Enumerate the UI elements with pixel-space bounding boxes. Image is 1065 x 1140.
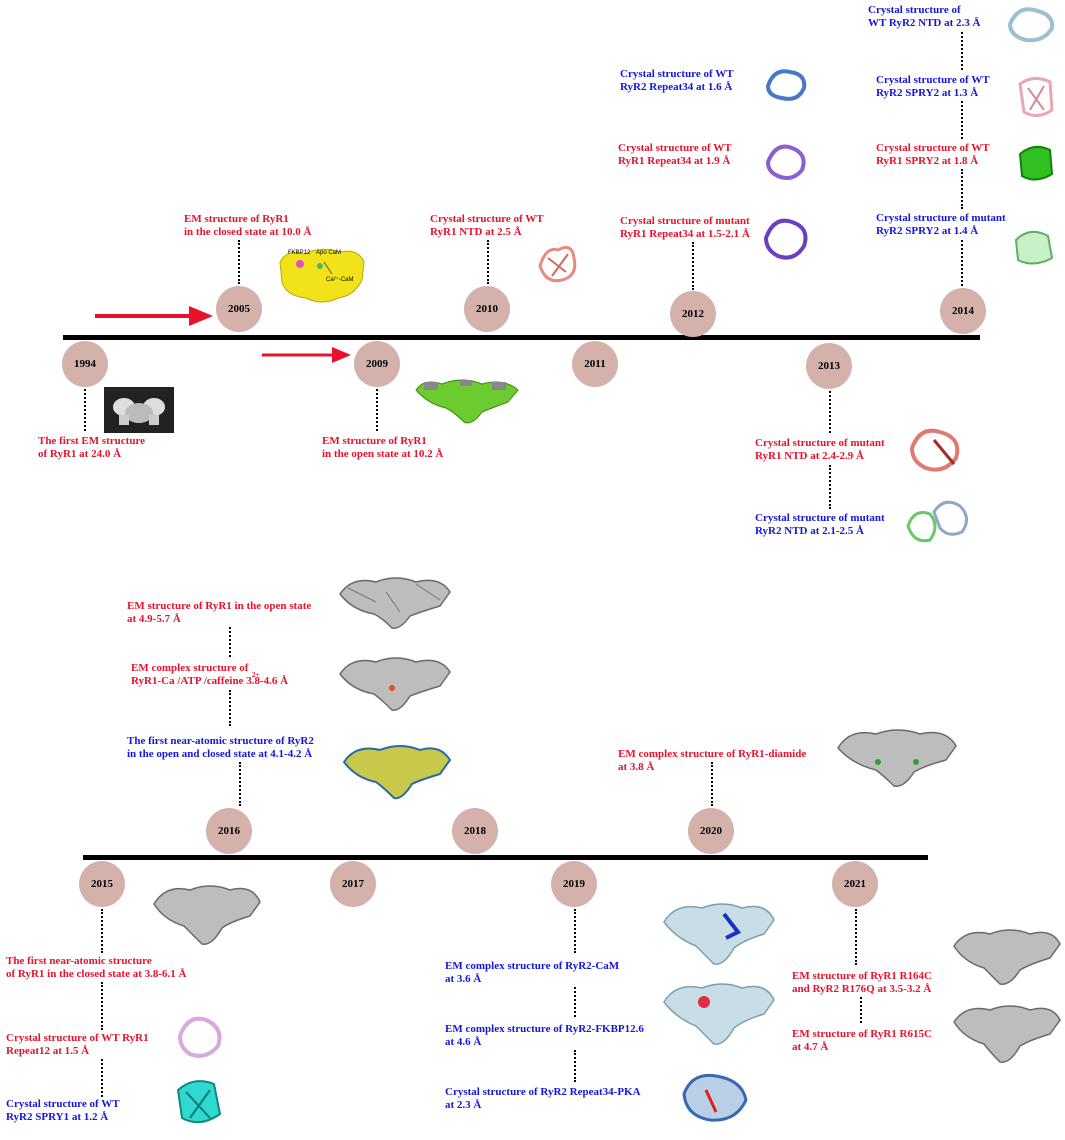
em-2021b-icon	[953, 1005, 1061, 1063]
year-2011: 2011	[572, 341, 618, 387]
year-2012: 2012	[670, 291, 716, 337]
em-map-2005: FKBP12 Apo CaM Ca²⁺-CaM	[274, 240, 370, 310]
year-1994: 1994	[62, 341, 108, 387]
year-2017: 2017	[330, 861, 376, 907]
year-2009: 2009	[354, 341, 400, 387]
em-2021a-icon	[953, 929, 1061, 985]
arrow-2005-icon	[95, 306, 213, 326]
crystal-2014d-icon	[1014, 230, 1054, 265]
crystal-2013b-icon	[906, 500, 968, 543]
em-2016c-icon	[342, 745, 452, 800]
superscript-2plus: 2+	[252, 671, 260, 679]
arrow-2009-icon	[262, 347, 351, 363]
map-label-ca: Ca²⁺-CaM	[326, 277, 354, 283]
crystal-2014c-icon	[1018, 145, 1054, 181]
year-2021: 2021	[832, 861, 878, 907]
crystal-2014b-icon	[1018, 77, 1054, 117]
crystal-2012b-icon	[765, 144, 806, 180]
crystal-2012c-icon	[763, 218, 808, 260]
map-label-apo: Apo CaM	[316, 250, 342, 256]
em-2016b-icon	[339, 657, 451, 711]
crystal-2014a-icon	[1007, 7, 1055, 43]
crystal-2013a-icon	[909, 428, 960, 472]
timeline-axis-bottom	[83, 855, 928, 860]
year-2015: 2015	[79, 861, 125, 907]
label-2016b: EM complex structure of RyR1-Ca /ATP /ca…	[131, 662, 289, 687]
crystal-2015c-icon	[176, 1080, 222, 1124]
year-2010: 2010	[464, 286, 510, 332]
em-2020-icon	[837, 729, 957, 787]
map-label-fkbp: FKBP12	[288, 250, 311, 256]
year-2020: 2020	[688, 808, 734, 854]
crystal-2010-icon	[538, 245, 577, 283]
timeline-axis-top	[63, 335, 980, 340]
em-2015-icon	[153, 885, 261, 945]
year-2019: 2019	[551, 861, 597, 907]
crystal-2015b-icon	[177, 1016, 222, 1058]
crystal-2019c-icon	[682, 1073, 748, 1122]
year-2014: 2014	[940, 288, 986, 334]
em-2019b-icon	[663, 983, 775, 1045]
year-2013: 2013	[806, 343, 852, 389]
em-2016a-icon	[339, 577, 451, 629]
year-2005: 2005	[216, 286, 262, 332]
year-2016: 2016	[206, 808, 252, 854]
em-2019a-icon	[663, 903, 775, 965]
year-2018: 2018	[452, 808, 498, 854]
em-map-2009-icon	[415, 379, 519, 424]
crystal-2012a-icon	[765, 69, 807, 101]
em-map-1994-icon	[104, 387, 174, 433]
